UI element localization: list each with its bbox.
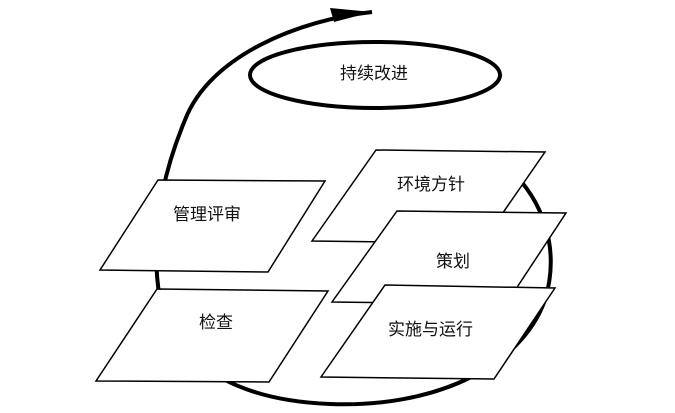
stage-label-checking: 检查	[199, 313, 233, 333]
stage-label-implementation: 实施与运行	[388, 320, 473, 340]
review-panel	[98, 179, 327, 273]
implementation-panel	[319, 284, 557, 380]
continuous-improvement-ellipse	[248, 40, 502, 110]
checking-panel	[94, 288, 330, 383]
cycle-title: 持续改进	[340, 64, 408, 84]
stage-label-policy: 环境方针	[397, 175, 465, 195]
cycle-arrowhead	[330, 8, 372, 22]
stage-label-planning: 策划	[436, 252, 470, 272]
stage-label-review: 管理评审	[173, 205, 241, 225]
